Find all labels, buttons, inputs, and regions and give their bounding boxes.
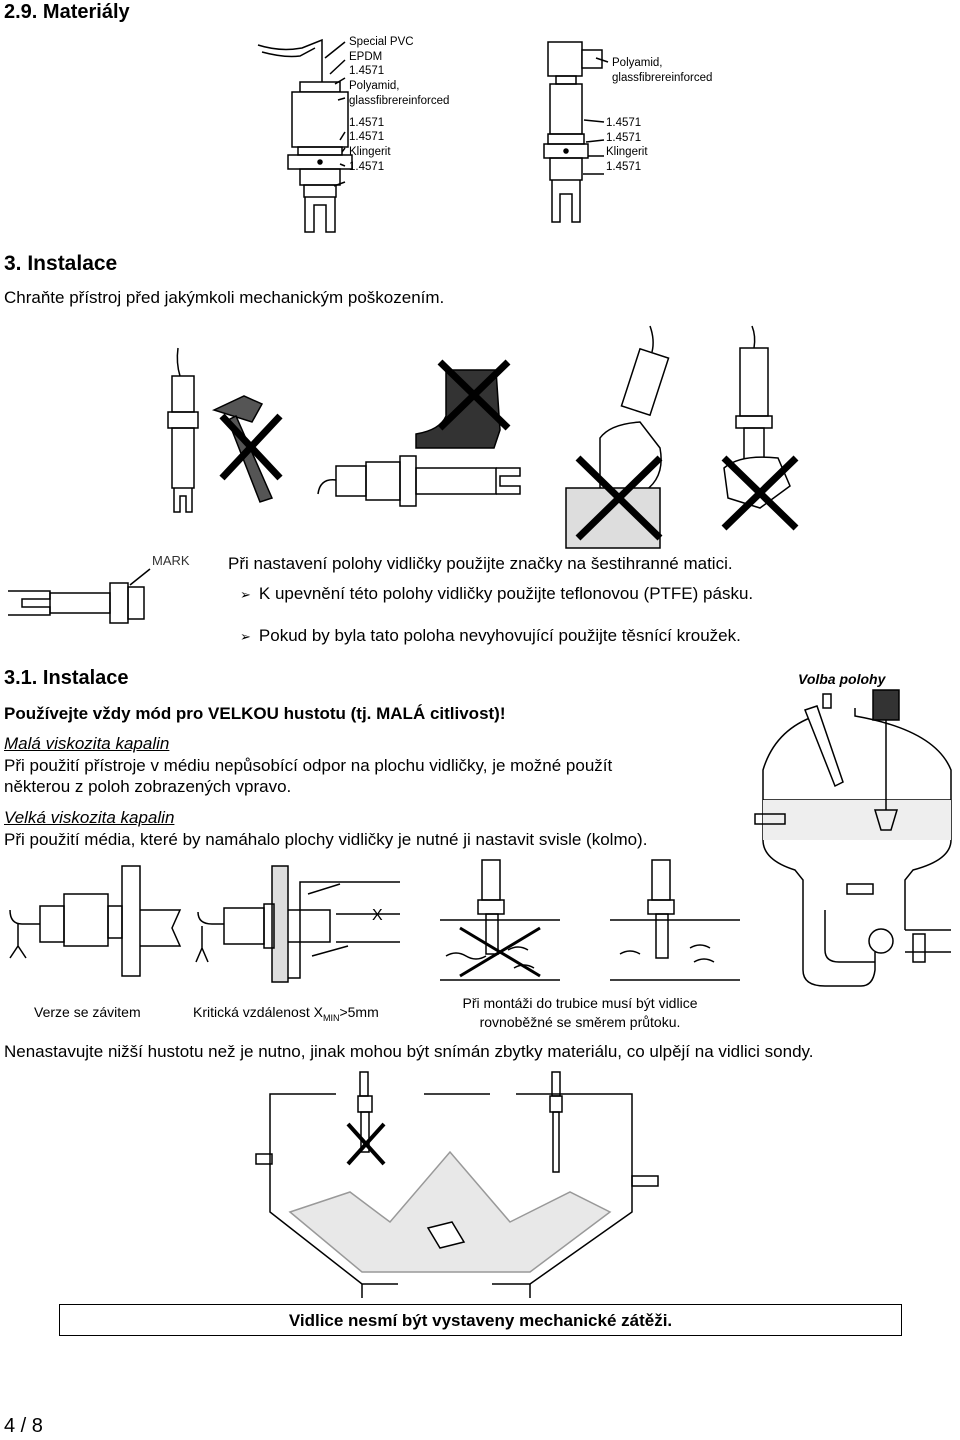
density-warning: Nenastavujte nižší hustotu než je nutno,… — [4, 1042, 814, 1061]
tank-position-diagram — [754, 689, 952, 987]
mat-left-2: EPDM — [349, 50, 383, 63]
silo-diagram — [255, 1071, 659, 1298]
high-viscosity-text: Při použití média, které by namáhalo plo… — [4, 830, 648, 849]
sensor-connector-drawing-right — [543, 41, 609, 223]
mat-left-3: 1.4571 — [349, 65, 385, 78]
mat-left-6: 1.4571 — [349, 116, 385, 129]
mat-right-5: Klingerit — [606, 146, 648, 159]
position-selection-label: Volba polohy — [798, 671, 886, 687]
mat-right-3: 1.4571 — [606, 117, 642, 129]
mark-instruction: Při nastavení polohy vidličky použijte z… — [228, 554, 733, 573]
mat-right-6: 1.4571 — [606, 161, 642, 174]
caption-critical-prefix: Kritická vzdálenost X — [193, 1004, 323, 1020]
caption-critical: Kritická vzdálenost XMIN>5mm — [193, 1004, 379, 1023]
mat-left-8: Klingerit — [349, 145, 391, 158]
section-install-title: 3. Instalace — [4, 252, 118, 275]
mat-left-7: 1.4571 — [349, 131, 385, 144]
low-viscosity-text-2: některou z poloh zobrazených vpravo. — [4, 777, 292, 796]
low-viscosity-text-1: Při použití přístroje v médiu nepůsobící… — [4, 756, 613, 775]
caption-critical-suffix: >5mm — [339, 1004, 379, 1020]
mat-left-4: Polyamid, — [349, 80, 400, 93]
mark-label: MARK — [152, 553, 190, 568]
mat-left-9: 1.4571 — [349, 160, 385, 173]
mat-right-2: glassfibrereinforced — [612, 71, 713, 84]
section-materials-title: 2.9. Materiály — [4, 1, 130, 23]
mark-bullet-ptfe: K upevnění této polohy vidličky použijte… — [240, 583, 753, 605]
caption-pipe: Při montáži do trubice musí být vidlice … — [442, 994, 718, 1032]
notice-box: Vidlice nesmí být vystaveny mechanické z… — [59, 1304, 902, 1336]
mat-left-5: glassfibrereinforced — [349, 94, 450, 107]
caption-thread: Verze se závitem — [34, 1004, 141, 1020]
mat-right-4: 1.4571 — [606, 131, 642, 144]
mat-right-1: Polyamid, — [612, 57, 663, 69]
damage-illustrations — [167, 325, 799, 549]
mark-bullet-seal: Pokud by byla tato poloha nevyhovující p… — [240, 625, 741, 647]
x-distance-label: X — [372, 907, 383, 924]
sensor-cable-drawing-left — [257, 38, 353, 233]
install-intro: Chraňte přístroj před jakýmkoli mechanic… — [4, 288, 445, 307]
high-viscosity-title: Velká viskozita kapalin — [4, 808, 175, 827]
mark-sensor-drawing — [8, 568, 151, 624]
notice-text: Vidlice nesmí být vystaveny mechanické z… — [288, 1311, 673, 1330]
subsection-title: 3.1. Instalace — [4, 667, 129, 689]
page-number: 4 / 8 — [4, 1415, 43, 1437]
low-viscosity-title: Malá viskozita kapalin — [4, 734, 170, 753]
mode-warning: Používejte vždy mód pro VELKOU hustotu (… — [4, 704, 506, 723]
caption-pipe-line1: Při montáži do trubice musí být vidlice — [462, 995, 698, 1011]
installation-position-diagrams — [9, 859, 740, 983]
caption-pipe-line2: rovnoběžné se směrem průtoku. — [479, 1014, 681, 1030]
caption-critical-sub: MIN — [322, 1012, 340, 1023]
mat-left-1: Special PVC — [349, 36, 414, 48]
